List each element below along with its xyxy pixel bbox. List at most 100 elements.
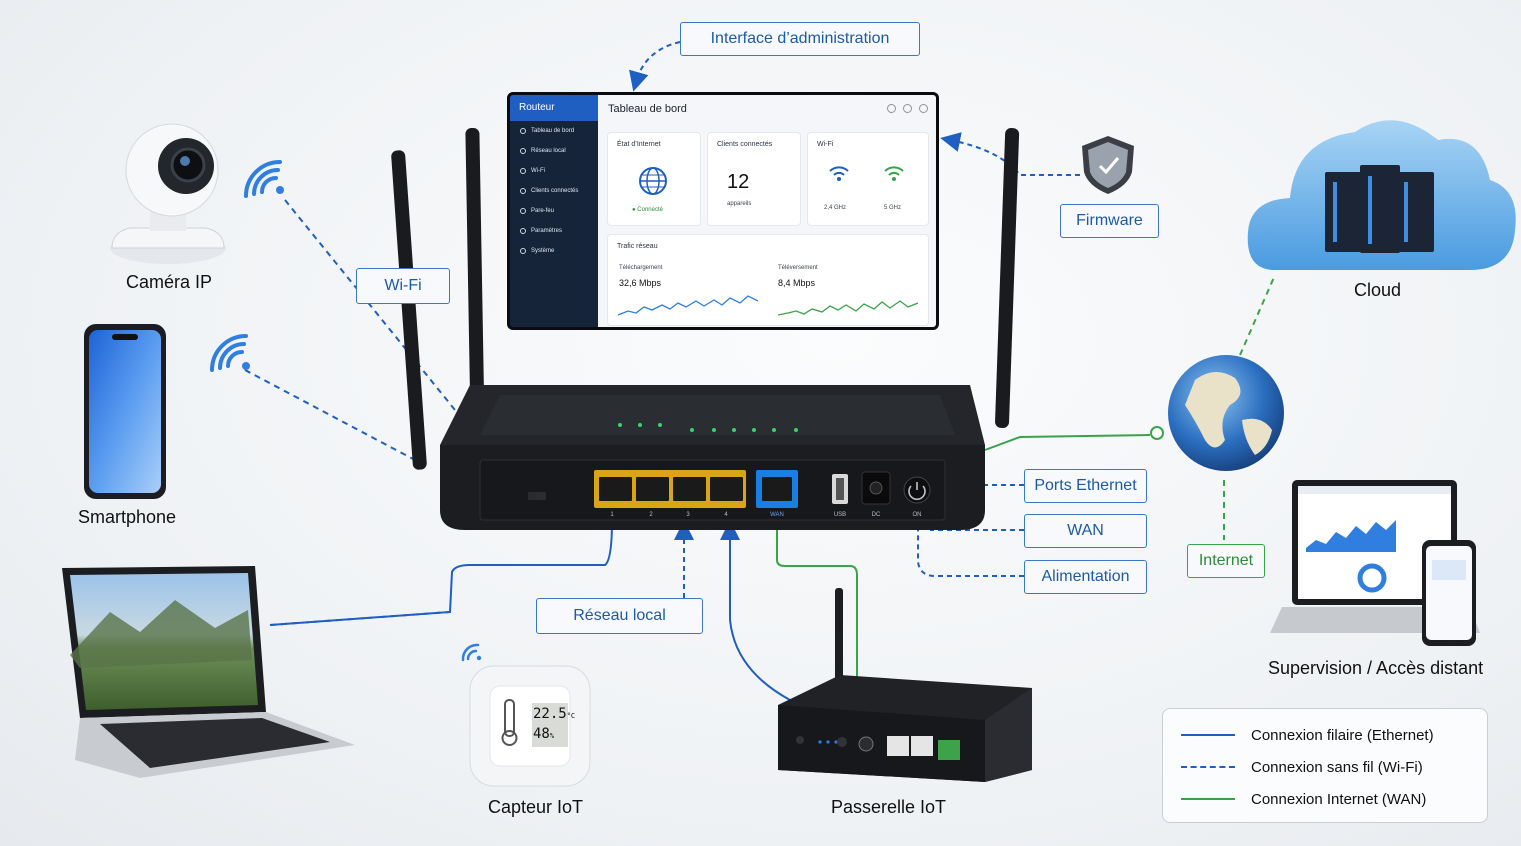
power-link (908, 510, 1024, 577)
close-icon[interactable] (919, 104, 928, 113)
power-callout: Alimentation (1024, 560, 1147, 594)
gear-icon[interactable] (903, 104, 912, 113)
dashboard-brand: Routeur (510, 95, 598, 121)
lan-port-4-label: 4 (724, 512, 728, 518)
download-label: Téléchargement (619, 265, 663, 271)
shield-icon (1082, 136, 1134, 194)
wifi-link-smartphone (244, 369, 416, 461)
antenna (465, 128, 485, 428)
smartphone (84, 324, 166, 499)
wan-callout: WAN (1024, 514, 1147, 548)
wifi-signal-icon (461, 643, 482, 662)
sidebar-item-settings[interactable]: Paramètres (510, 221, 598, 241)
sensor-label: Capteur IoT (488, 797, 584, 817)
dashboard-main: Tableau de bord État d’Internet ● Connec… (598, 95, 936, 327)
admin-arrow (629, 41, 681, 92)
usb-port-label: USB (834, 512, 846, 518)
globe-cloud-link (1239, 274, 1276, 356)
wan-link-globe (984, 434, 1151, 451)
wifi-signal-icon (244, 160, 284, 198)
users-icon (520, 188, 526, 194)
clients-unit: appareils (727, 201, 752, 207)
supervision-devices (1270, 480, 1480, 646)
upload-value: 8,4 Mbps (778, 278, 816, 288)
sensor-display: 22.5°C 48% (533, 705, 576, 745)
home-icon (520, 128, 526, 134)
system-icon (520, 248, 526, 254)
wifi-link-camera (284, 199, 456, 411)
globe-icon (1168, 355, 1284, 471)
sensor-humidity: 48% (533, 726, 555, 742)
gear-icon (520, 228, 526, 234)
port-labels: 1 2 3 4 WAN USB DC ON (610, 512, 921, 518)
clients-count: 12 (727, 171, 750, 193)
refresh-icon[interactable] (887, 104, 896, 113)
upload-label: Téléversement (778, 265, 818, 271)
download-sparkline (618, 295, 758, 316)
dashboard-sidebar: Routeur Tableau de bord Réseau local Wi-… (510, 95, 598, 327)
antenna (995, 128, 1020, 428)
sensor-temperature: 22.5°C (533, 706, 576, 722)
sidebar-item-system[interactable]: Système (510, 241, 598, 261)
card-title: Wi-Fi (817, 141, 834, 148)
card-title: Trafic réseau (617, 243, 658, 250)
download-value: 32,6 Mbps (619, 278, 662, 288)
traffic-card: Trafic réseau Téléchargement 32,6 Mbps T… (608, 235, 928, 325)
sidebar-item-firewall[interactable]: Pare-feu (510, 201, 598, 221)
wifi-card: Wi-Fi 2,4 GHz 5 GHz (808, 133, 928, 225)
lan3-link (720, 520, 791, 701)
admin-dashboard: Routeur Tableau de bord Réseau local Wi-… (507, 92, 939, 330)
legend-line-wan (1181, 798, 1235, 800)
internet-status: ● Connecté (632, 207, 663, 213)
cloud-icon (1247, 120, 1516, 270)
clients-card: Clients connectés 12 appareils (708, 133, 800, 225)
globe-icon (639, 167, 667, 195)
wifi-icon (520, 168, 526, 174)
wifi-band-5: 5 GHz (884, 205, 902, 211)
sidebar-item-lan[interactable]: Réseau local (510, 141, 598, 161)
ports-ethernet-callout: Ports Ethernet (1024, 469, 1147, 503)
ip-camera (110, 123, 226, 264)
window-controls (887, 104, 928, 113)
wifi-icon (884, 166, 904, 181)
upload-sparkline (778, 300, 918, 316)
lan-port-1-label: 1 (610, 512, 614, 518)
legend-line-wifi (1181, 766, 1235, 768)
dashboard-title: Tableau de bord (608, 103, 687, 115)
wan-link-gateway (776, 520, 858, 700)
local-network-callout: Réseau local (536, 598, 703, 634)
legend: Connexion filaire (Ethernet) Connexion s… (1162, 708, 1488, 823)
wifi-band-24: 2,4 GHz (824, 205, 847, 211)
cloud-label: Cloud (1354, 280, 1402, 300)
router (391, 128, 1020, 530)
gateway-label: Passerelle IoT (831, 797, 947, 817)
antenna (391, 150, 427, 470)
firmware-link (940, 132, 1080, 176)
iot-gateway (778, 588, 1032, 782)
power-button-label: ON (913, 512, 922, 518)
smartphone-label: Smartphone (78, 507, 177, 527)
legend-item-wan: Connexion Internet (WAN) (1181, 789, 1426, 809)
lan-port-2-label: 2 (649, 512, 653, 518)
sidebar-item-wifi[interactable]: Wi-Fi (510, 161, 598, 181)
sidebar-item-clients[interactable]: Clients connectés (510, 181, 598, 201)
lan-port-3-label: 3 (686, 512, 690, 518)
sidebar-item-dashboard[interactable]: Tableau de bord (510, 121, 598, 141)
network-icon (520, 148, 526, 154)
wifi-callout: Wi-Fi (356, 268, 450, 304)
internet-callout: Internet (1187, 544, 1265, 578)
supervision-label: Supervision / Accès distant (1268, 658, 1484, 678)
iot-sensor (469, 665, 591, 787)
camera-label: Caméra IP (126, 272, 213, 292)
dc-port-label: DC (872, 512, 881, 518)
legend-item-wired: Connexion filaire (Ethernet) (1181, 725, 1434, 745)
card-title: Clients connectés (717, 141, 773, 148)
wan-port-label: WAN (770, 512, 784, 518)
legend-line-wired (1181, 734, 1235, 736)
laptop (62, 566, 355, 778)
firmware-callout: Firmware (1060, 204, 1159, 238)
wifi-signal-icon (210, 334, 250, 372)
legend-item-wifi: Connexion sans fil (Wi-Fi) (1181, 757, 1423, 777)
laptop-link (269, 519, 613, 626)
admin-interface-callout: Interface d’administration (680, 22, 920, 56)
